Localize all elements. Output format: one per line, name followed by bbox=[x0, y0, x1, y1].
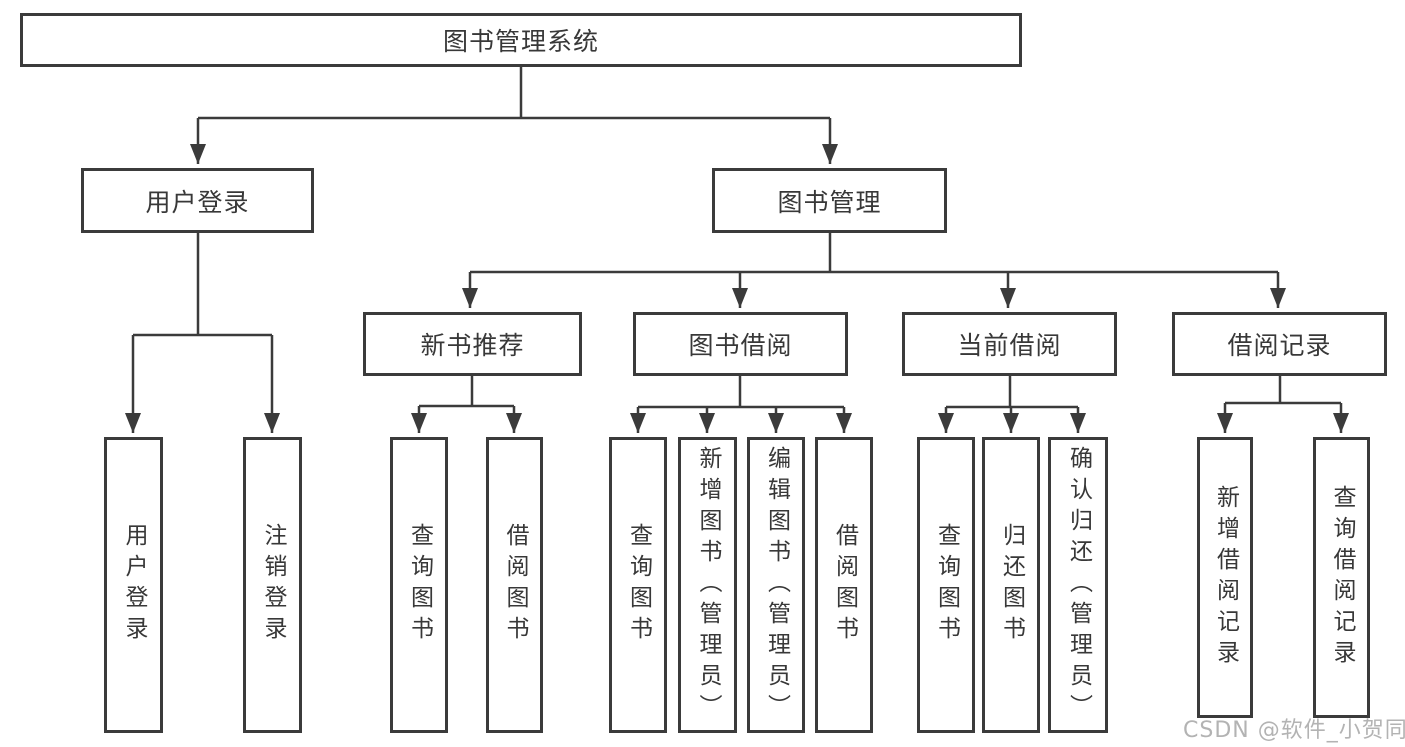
leaf-label: 确认归还（管理员） bbox=[1065, 445, 1092, 725]
node-leaf-confirm-return-admin: 确认归还（管理员） bbox=[1048, 437, 1108, 733]
leaf-label: 查询借阅记录 bbox=[1329, 484, 1355, 671]
leaf-label: 借阅图书 bbox=[831, 523, 858, 647]
node-leaf-user-login: 用户登录 bbox=[104, 437, 163, 733]
node-library-management-system: 图书管理系统 bbox=[20, 13, 1022, 67]
leaf-label: 用户登录 bbox=[121, 523, 147, 647]
node-leaf-borrow-books: 借阅图书 bbox=[815, 437, 873, 733]
node-book-management: 图书管理 bbox=[712, 168, 947, 233]
leaf-label: 新增借阅记录 bbox=[1212, 484, 1239, 671]
node-leaf-borrow-books-recommend: 借阅图书 bbox=[486, 437, 543, 733]
node-leaf-edit-books-admin: 编辑图书（管理员） bbox=[747, 437, 805, 733]
node-borrowing-records: 借阅记录 bbox=[1172, 312, 1387, 376]
node-leaf-query-books-recommend: 查询图书 bbox=[390, 437, 448, 733]
node-leaf-query-borrow-record: 查询借阅记录 bbox=[1313, 437, 1370, 718]
node-leaf-add-books-admin: 新增图书（管理员） bbox=[678, 437, 737, 733]
leaf-label: 新增图书（管理员） bbox=[695, 445, 721, 725]
node-leaf-logout: 注销登录 bbox=[243, 437, 302, 733]
node-leaf-return-books: 归还图书 bbox=[982, 437, 1040, 733]
leaf-label: 归还图书 bbox=[998, 523, 1025, 647]
node-leaf-query-books-borrowing: 查询图书 bbox=[609, 437, 667, 733]
leaf-label: 编辑图书（管理员） bbox=[763, 445, 790, 725]
node-user-login: 用户登录 bbox=[81, 168, 314, 233]
leaf-label: 借阅图书 bbox=[502, 523, 528, 647]
leaf-label: 注销登录 bbox=[260, 523, 286, 647]
leaf-label: 查询图书 bbox=[406, 523, 433, 647]
leaf-label: 查询图书 bbox=[625, 523, 652, 647]
node-leaf-add-borrow-record: 新增借阅记录 bbox=[1197, 437, 1253, 718]
leaf-label: 查询图书 bbox=[933, 523, 960, 647]
node-book-borrowing: 图书借阅 bbox=[633, 312, 848, 376]
node-leaf-query-books-current: 查询图书 bbox=[917, 437, 975, 733]
watermark: CSDN @软件_小贺同学 bbox=[1183, 718, 1405, 743]
node-new-book-recommendation: 新书推荐 bbox=[363, 312, 582, 376]
node-current-borrowing: 当前借阅 bbox=[902, 312, 1117, 376]
